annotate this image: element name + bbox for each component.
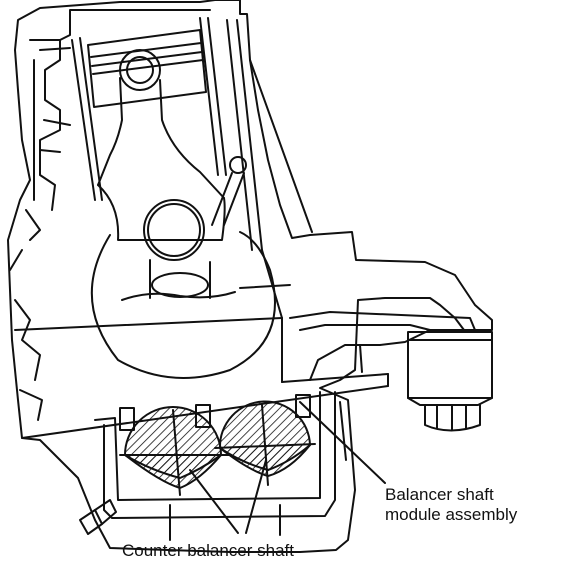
oil-pump-arm xyxy=(289,311,476,381)
balancer-label-line2: module assembly xyxy=(385,505,518,524)
drain-bolt xyxy=(79,499,117,535)
counter-balancer-shafts xyxy=(119,400,316,496)
leader-lines xyxy=(189,401,386,534)
cylinder-walls xyxy=(71,17,313,251)
piston xyxy=(87,29,207,108)
connecting-rod xyxy=(97,49,226,261)
balancer-shaft-module-label: Balancer shaft module assembly xyxy=(385,485,517,525)
engine-block-outline xyxy=(7,0,493,553)
counter-balancer-shaft-label: Counter balancer shaft xyxy=(122,541,294,560)
balancer-shaft-module xyxy=(94,391,347,541)
balancer-label-line1: Balancer shaft xyxy=(385,485,494,504)
crankshaft-counterweight xyxy=(90,231,276,379)
block-split-lines xyxy=(14,249,389,439)
oil-filter xyxy=(407,331,493,432)
oil-passage xyxy=(211,156,247,226)
